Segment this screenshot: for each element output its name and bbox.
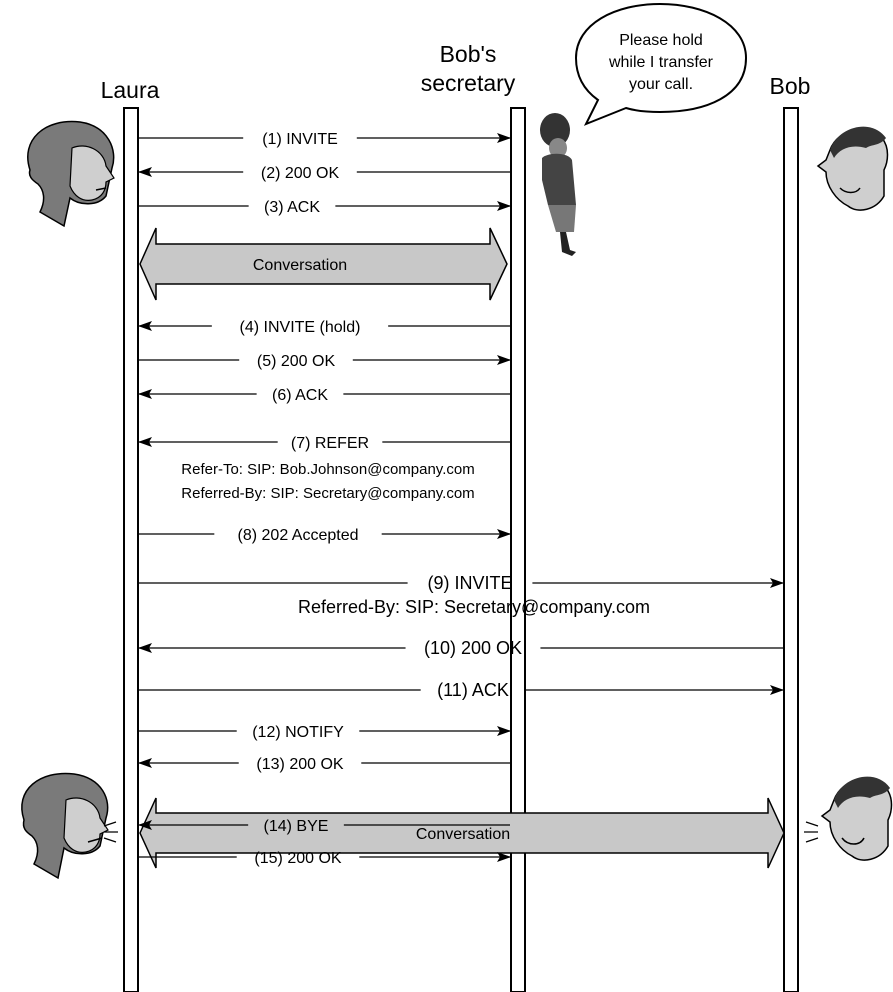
conversation-label-2: Conversation: [416, 826, 510, 843]
lifeline-secretary: [511, 108, 525, 992]
speech-bubble: Please hold while I transfer your call.: [576, 4, 746, 124]
message-7: (7) REFER: [139, 435, 510, 452]
message-label: (14) BYE: [264, 818, 329, 835]
message-3: (3) ACK: [139, 199, 510, 216]
referred-by-header-invite: Referred-By: SIP: Secretary@company.com: [298, 597, 650, 617]
message-label: (1) INVITE: [262, 131, 338, 148]
message-1: (1) INVITE: [139, 131, 510, 148]
bob-face-top-icon: [818, 127, 888, 210]
conversation-arrow-1: Conversation: [140, 228, 507, 300]
speech-bubble-line-1: Please hold: [619, 32, 703, 49]
message-label: (7) REFER: [291, 435, 369, 452]
message-label: (5) 200 OK: [257, 353, 336, 370]
message-4: (4) INVITE (hold): [139, 319, 510, 336]
message-label: (12) NOTIFY: [252, 724, 344, 741]
message-9: (9) INVITE: [139, 573, 783, 593]
participant-bob-label: Bob: [770, 73, 811, 99]
participant-secretary-label-line2: secretary: [421, 70, 516, 96]
message-5: (5) 200 OK: [139, 353, 510, 370]
referred-by-header-refer: Referred-By: SIP: Secretary@company.com: [181, 485, 474, 502]
message-label: (9) INVITE: [427, 573, 512, 593]
refer-to-header: Refer-To: SIP: Bob.Johnson@company.com: [181, 461, 474, 478]
laura-face-bottom-icon: [22, 773, 118, 878]
message-label: (8) 202 Accepted: [238, 527, 359, 544]
message-2: (2) 200 OK: [139, 165, 510, 182]
message-12: (12) NOTIFY: [139, 724, 510, 741]
message-8: (8) 202 Accepted: [139, 527, 510, 544]
message-6: (6) ACK: [139, 387, 510, 404]
laura-face-top-icon: [28, 122, 114, 226]
message-10: (10) 200 OK: [139, 638, 783, 658]
secretary-figure-icon: [540, 113, 576, 256]
bob-face-bottom-icon: [804, 777, 892, 860]
participant-laura-label: Laura: [101, 77, 160, 103]
message-label: (15) 200 OK: [254, 850, 341, 867]
lifeline-laura: [124, 108, 138, 992]
participant-secretary-label-line1: Bob's: [440, 41, 497, 67]
message-label: (11) ACK: [437, 680, 509, 700]
message-label: (2) 200 OK: [261, 165, 340, 182]
speech-bubble-line-3: your call.: [629, 76, 693, 93]
speech-bubble-line-2: while I transfer: [608, 54, 714, 71]
message-label: (4) INVITE (hold): [240, 319, 361, 336]
message-label: (10) 200 OK: [424, 638, 522, 658]
conversation-label-1: Conversation: [253, 257, 347, 274]
lifeline-bob: [784, 108, 798, 992]
message-13: (13) 200 OK: [139, 756, 510, 773]
message-label: (6) ACK: [272, 387, 328, 404]
message-label: (13) 200 OK: [256, 756, 343, 773]
message-11: (11) ACK: [139, 680, 783, 700]
message-label: (3) ACK: [264, 199, 320, 216]
